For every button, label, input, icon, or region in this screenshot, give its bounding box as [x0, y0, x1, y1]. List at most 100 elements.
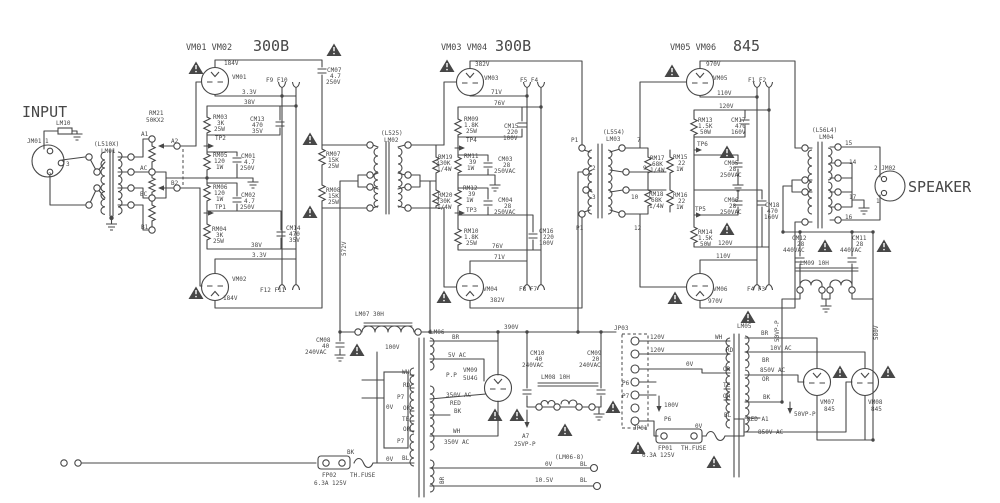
stage2-label: CM16 — [539, 228, 554, 235]
stage1-label: 25W — [328, 163, 339, 170]
stage2-label: 382V — [490, 297, 505, 304]
resistor-rm04 — [203, 221, 211, 243]
psu_bottom-label: FP01 — [658, 445, 673, 452]
stage2-label: CM03 — [498, 156, 513, 163]
stage3-label: 22 — [678, 160, 686, 167]
stage2-label: TP3 — [466, 207, 477, 214]
stage3-label: 10 — [631, 194, 639, 201]
stage3-label: 1.5K — [698, 123, 713, 130]
connector-jp03 — [621, 333, 649, 429]
stage3-label: 12 — [634, 225, 642, 232]
psu_bottom-label: 350V AC — [444, 439, 470, 446]
tube-vm08 — [850, 367, 880, 397]
stage1-label: 184V — [223, 295, 238, 302]
psu_bottom-label: BR — [761, 330, 769, 337]
psu_bottom-label: 10V AC — [770, 345, 792, 352]
stage3-label: 50W — [700, 129, 711, 136]
psu_bottom-label: 40 — [535, 356, 543, 363]
psu_bottom-label: RD — [726, 347, 734, 354]
stage2-label: 100V — [539, 240, 554, 247]
psu_bottom-label: WH — [402, 369, 410, 376]
stage1-label: 25W — [214, 126, 225, 133]
psu_bottom-label: VM09 — [463, 367, 478, 374]
resistor-rm03 — [203, 114, 211, 136]
stage2-label: 76V — [492, 243, 503, 250]
psu_right-label: 440VAC — [840, 247, 862, 254]
wires-lm04 — [807, 141, 881, 229]
psu_bottom-label: 20 — [592, 356, 600, 363]
wires-stage3 — [624, 60, 806, 309]
stage3-label: 1/4W — [649, 203, 664, 210]
psu_bottom-label: 0V — [686, 361, 694, 368]
wires-psu-bottom — [77, 322, 874, 498]
stage3-label: RM15 — [673, 154, 688, 161]
fuse-fp01-jp01 — [655, 428, 703, 444]
psu_bottom-label: 390V — [504, 324, 519, 331]
resistor-rm12 — [454, 187, 462, 209]
stage2-label: 1/4W — [437, 204, 452, 211]
capacitor-cm11 — [846, 257, 858, 263]
stage2-label: TP4 — [466, 137, 477, 144]
stage2-label: 1W — [467, 165, 475, 172]
input-label: AC — [140, 165, 148, 172]
stage2-label: 28 — [503, 162, 511, 169]
psu_bottom-label: FP02 — [322, 472, 337, 479]
stage1-label: CM01 — [241, 153, 256, 160]
stage1-label: 35V — [252, 128, 263, 135]
tube-vm04 — [455, 272, 485, 302]
transformer-lm01 — [85, 149, 135, 221]
stage3-label: 110V — [716, 253, 731, 260]
psu_bottom-label: BR — [762, 357, 770, 364]
stage1-label: 25W — [328, 199, 339, 206]
psu_right-label: LM09 10H — [800, 260, 829, 267]
stage2-label: RM09 — [464, 116, 479, 123]
psu_bottom-label: OR — [762, 376, 770, 383]
psu_bottom-label: WH — [453, 428, 461, 435]
psu_bottom-label: 25VP-P — [514, 441, 536, 448]
psu_right-label: CM11 — [852, 235, 867, 242]
stage1-label: VM02 — [232, 276, 247, 283]
stage2-label: 39 — [469, 159, 477, 166]
stage3-label: VM06 — [713, 286, 728, 293]
psu_bottom-label: LM08 10H — [541, 374, 570, 381]
psu_bottom-label: 850V AC — [760, 367, 786, 374]
stage1-label: CM07 — [327, 67, 342, 74]
stage1-label: 470 — [289, 231, 300, 238]
psu_bottom-label: BL — [402, 455, 410, 462]
stage3-label: TP5 — [695, 206, 706, 213]
psu_bottom-label: 6.3A 125V — [642, 452, 675, 459]
tube-vm07 — [802, 367, 832, 397]
psu_bottom-label: TH.FUSE — [350, 472, 376, 479]
psu_bottom-label: TH.FUSE — [681, 445, 707, 452]
stage2-tubes-label: VM03 VM04 — [441, 43, 487, 53]
stage1-label: 1W — [216, 164, 224, 171]
input-label: JM01 1 — [27, 138, 49, 145]
psu_bottom-label: CM08 — [316, 337, 331, 344]
attenuator-rm21 — [148, 135, 181, 234]
resistor-rm10 — [454, 226, 462, 248]
terminal-lm06-8-b — [592, 481, 602, 491]
fuse-f10 — [291, 81, 301, 93]
input-label: 2 — [48, 172, 52, 179]
stage2-label: 220 — [507, 129, 518, 136]
psu_bottom-label: P7 — [622, 393, 630, 400]
psu_bottom-label: BK — [347, 449, 355, 456]
wires-input — [43, 130, 254, 231]
psu_bottom-label: 40 — [322, 343, 330, 350]
stage3-label: 120V — [719, 103, 734, 110]
stage2-label: 330K — [436, 160, 451, 167]
capacitor-cm04 — [482, 200, 494, 206]
tube-vm06 — [685, 272, 715, 302]
psu_bottom-label: CM09 — [587, 350, 602, 357]
output-label: 2 JM02 — [874, 165, 896, 172]
input-label: A2 — [171, 138, 179, 145]
stage1-label: 120 — [214, 158, 225, 165]
psu_bottom-label: 100V — [385, 344, 400, 351]
stage3-label: RM14 — [698, 229, 713, 236]
stage1-label: 120 — [214, 190, 225, 197]
stage1-label: 3K — [216, 232, 224, 239]
stage3-label: 1.5K — [698, 235, 713, 242]
stage2-label: VM03 — [484, 75, 499, 82]
stage3-tubes-label: VM05 VM06 — [670, 43, 716, 53]
input-label: 50KX2 — [146, 117, 164, 124]
